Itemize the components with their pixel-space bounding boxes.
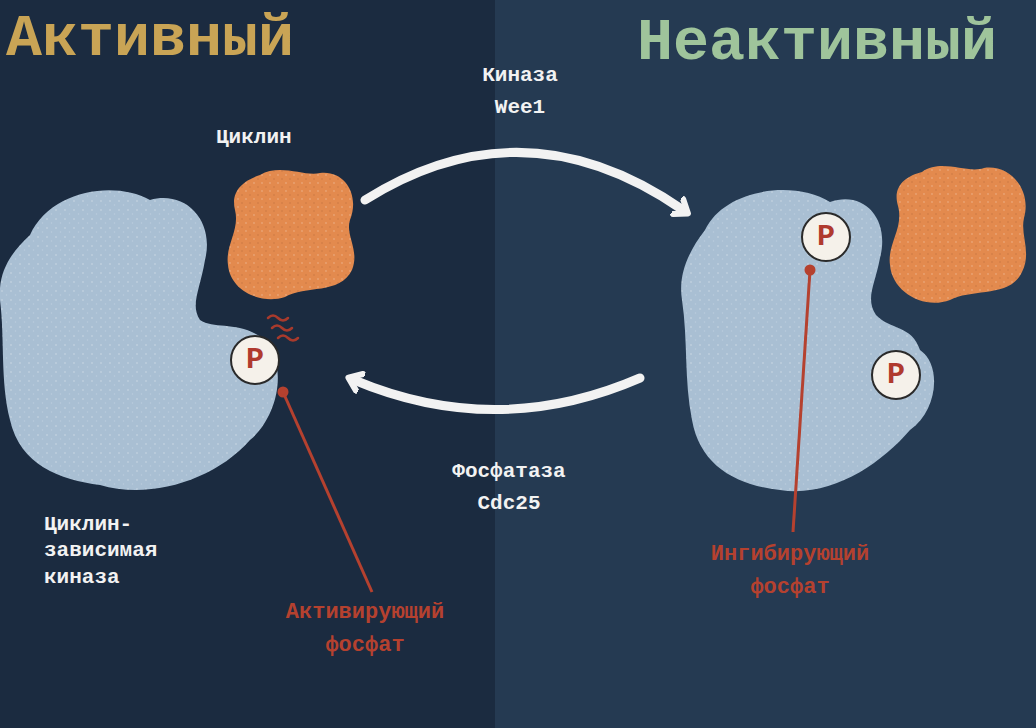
active-ground — [0, 0, 495, 728]
enzyme-label: Фосфатаза Cdc25 — [436, 456, 582, 519]
part-label: Циклин-зависимая киназа — [44, 512, 216, 591]
callout-label: Ингибирующий фосфат — [668, 538, 912, 604]
cyclin-blob-shape — [220, 165, 360, 305]
part-label: Циклин — [216, 125, 346, 151]
state-panel: НеактивныйP P — [495, 0, 1036, 728]
state-title: Неактивный — [637, 6, 1032, 81]
inactive-cyclin-blob — [890, 166, 1026, 303]
transition-arrow — [354, 378, 640, 410]
phosphate-letter: P — [803, 214, 849, 260]
cyclin-blob: Циклин — [220, 165, 360, 305]
phosphate-letter: P — [232, 337, 278, 383]
transition-arrow — [365, 152, 683, 210]
enzyme-label: Киназа Wee1 — [462, 60, 578, 123]
phosphate-circle: P — [871, 350, 921, 400]
phosphate-letter: P — [873, 352, 919, 398]
phosphate-circle: P — [230, 335, 280, 385]
callout-label: Активирующий фосфат — [243, 596, 487, 662]
state-title: Активный — [6, 2, 486, 77]
binding-squiggles — [268, 316, 298, 341]
inactive-ground — [495, 0, 1036, 728]
phosphate-circle: P — [801, 212, 851, 262]
